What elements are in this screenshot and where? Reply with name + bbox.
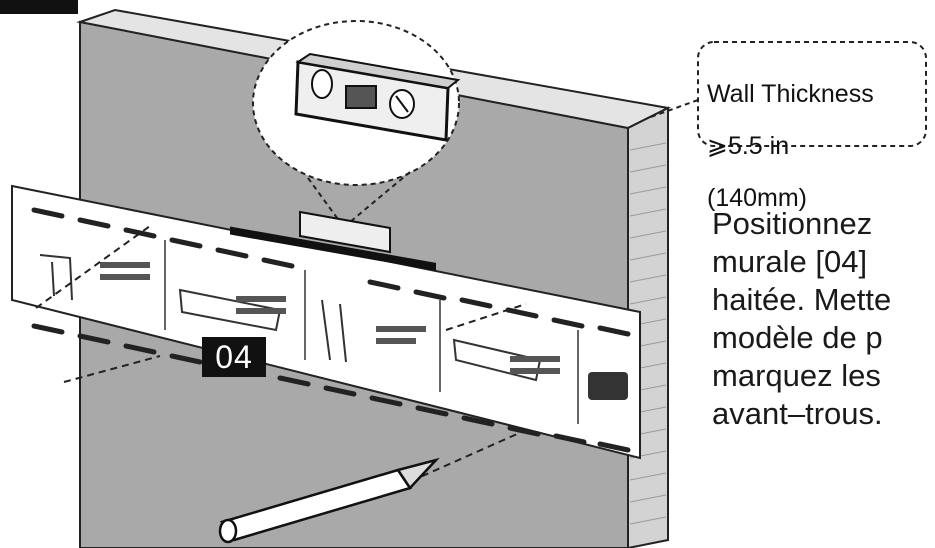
- wall-thickness-text: Wall Thickness ⩾5.5 in (140mm): [707, 55, 874, 237]
- magnifier-leader-left: [307, 177, 341, 223]
- magnifier-leader-right: [349, 171, 411, 223]
- callout-line-3: (140mm): [707, 184, 808, 212]
- instruction-line-2: murale [04]: [712, 244, 868, 279]
- guide-lines: [35, 225, 527, 487]
- wall-thickness-callout: [697, 41, 927, 147]
- instruction-text: Positionnez murale [04] haitée. Mette mo…: [712, 205, 891, 433]
- instruction-line-1: Positionnez: [712, 206, 873, 241]
- wall-template-sheet: [11, 184, 641, 460]
- bubble-level-icon: [294, 52, 461, 142]
- instruction-line-3: haitée. Mette: [712, 282, 892, 317]
- instruction-line-5: marquez les: [712, 358, 881, 393]
- callout-line-2: ⩾5.5 in: [707, 132, 790, 160]
- instruction-line-4: modèle de p: [712, 320, 883, 355]
- corner-tab: [0, 0, 78, 14]
- instruction-line-6: avant–trous.: [712, 396, 883, 431]
- callout-line-1: Wall Thickness: [707, 80, 874, 108]
- pencil-icon: [218, 457, 440, 544]
- step-badge: 04: [202, 337, 266, 377]
